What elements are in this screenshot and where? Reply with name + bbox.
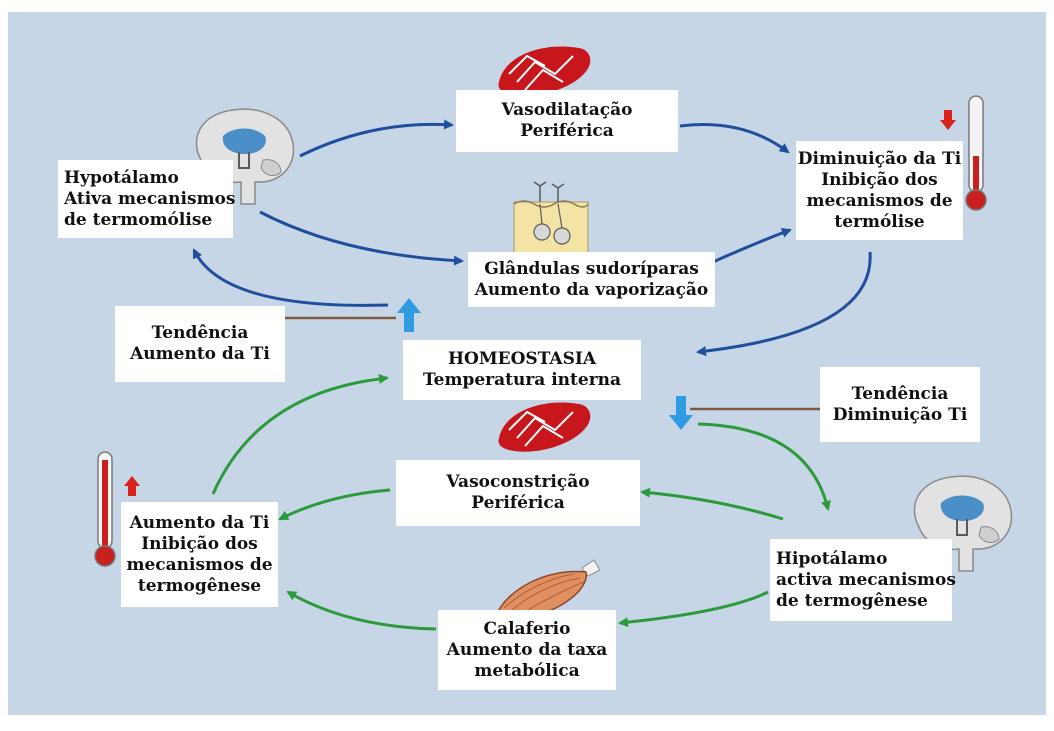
trend-decrease-line-2: Diminuição Ti (832, 404, 968, 425)
homeostasis-diagram: Hypotálamo Ativa mecanismos de termomóli… (8, 12, 1046, 715)
arrow-down-icon (940, 110, 956, 130)
vasodilation-line-2: Periférica (520, 121, 614, 141)
hypothalamus-cold-line-3: de termogênese (776, 590, 928, 611)
skin-sweat-gland-icon (513, 181, 589, 255)
hypothalamus-hot-line-2: Ativa mecanismos (64, 188, 236, 209)
decrease-ti-box: Diminuição da Ti Inibição dos mecanismos… (796, 141, 963, 240)
shivering-line-3: metabólica (474, 660, 580, 681)
arrow-hypothalamus-to-shivering (618, 590, 769, 628)
increase-ti-line-2: Inibição dos (141, 533, 258, 554)
arrow-sweat-glands-to-decrease (712, 228, 792, 264)
increase-ti-line-4: termogênese (137, 575, 262, 596)
hypothalamus-cold-line-2: activa mecanismos (776, 569, 956, 590)
hypothalamus-hot-line-3: de termomólise (64, 209, 213, 230)
homeostasis-line-2: Temperatura interna (422, 370, 622, 390)
arrow-increase-to-homeostasis (211, 373, 389, 495)
blood-vessel-icon (498, 46, 591, 96)
trend-decrease-box: Tendência Diminuição Ti (820, 367, 980, 442)
thermometer-icon (965, 95, 987, 211)
shivering-line-1: Calaferio (483, 618, 571, 639)
arrow-decrease-to-homeostasis (696, 251, 872, 357)
blood-vessel-icon (498, 402, 591, 452)
brain-icon (195, 108, 295, 205)
decrease-ti-line-2: Inibição dos (821, 169, 938, 190)
vasodilation-line-1: Vasodilatação (501, 100, 633, 120)
trend-decrease-line-1: Tendência (851, 383, 949, 404)
brain-icon (913, 475, 1013, 572)
vasoconstriction-line-2: Periférica (471, 493, 565, 513)
homeostasis-box: HOMEOSTASIA Temperatura interna (403, 340, 641, 400)
decrease-ti-line-1: Diminuição da Ti (797, 148, 962, 169)
arrow-trend-to-hypothalamus (192, 248, 389, 307)
heat-gain-arrows (211, 373, 831, 631)
vasodilation-box: Vasodilatação Periférica (456, 90, 678, 152)
arrow-vasodilation-to-decrease (679, 122, 790, 154)
increase-ti-line-3: mecanismos de (126, 554, 273, 575)
vasoconstriction-box: Vasoconstrição Periférica (396, 460, 640, 526)
shivering-box: Calaferio Aumento da taxa metabólica (438, 610, 616, 690)
decrease-ti-line-4: termólise (834, 211, 925, 232)
diagram-artwork (94, 46, 1013, 631)
shivering-line-2: Aumento da taxa (446, 639, 608, 660)
sweat-glands-box: Glândulas sudoríparas Aumento da vaporiz… (468, 252, 715, 307)
sweat-glands-line-2: Aumento da vaporização (474, 279, 709, 300)
hypothalamus-cold-line-1: Hipotálamo (776, 548, 888, 569)
sweat-glands-line-1: Glândulas sudoríparas (484, 258, 699, 279)
heat-loss-arrows (192, 119, 872, 357)
decrease-ti-line-3: mecanismos de (806, 190, 953, 211)
vasoconstriction-line-1: Vasoconstrição (446, 472, 590, 492)
arrow-up-icon (397, 298, 421, 332)
arrow-up-icon (124, 476, 140, 496)
arrow-hypothalamus-to-vasodilation (299, 119, 454, 158)
homeostasis-line-1: HOMEOSTASIA (447, 349, 597, 369)
arrow-trend-to-hypothalamus-cold (697, 422, 831, 511)
arrow-vasoconstriction-to-increase (278, 488, 391, 521)
increase-ti-line-1: Aumento da Ti (129, 512, 270, 533)
trend-increase-line-1: Tendência (151, 323, 249, 343)
arrow-hypothalamus-to-sweat-glands (259, 210, 464, 266)
hypothalamus-cold-box: Hipotálamo activa mecanismos de termogên… (770, 539, 956, 621)
arrow-down-icon (669, 396, 693, 430)
trend-increase-box: Tendência Aumento da Ti (115, 306, 285, 382)
thermometer-icon (94, 451, 116, 567)
hypothalamus-hot-box: Hypotálamo Ativa mecanismos de termomóli… (58, 160, 236, 238)
increase-ti-box: Aumento da Ti Inibição dos mecanismos de… (121, 502, 278, 607)
trend-increase-line-2: Aumento da Ti (130, 344, 270, 364)
arrow-shivering-to-increase (286, 590, 437, 631)
arrow-hypothalamus-to-vasoconstriction (640, 487, 784, 521)
hypothalamus-hot-line-1: Hypotálamo (64, 167, 179, 188)
